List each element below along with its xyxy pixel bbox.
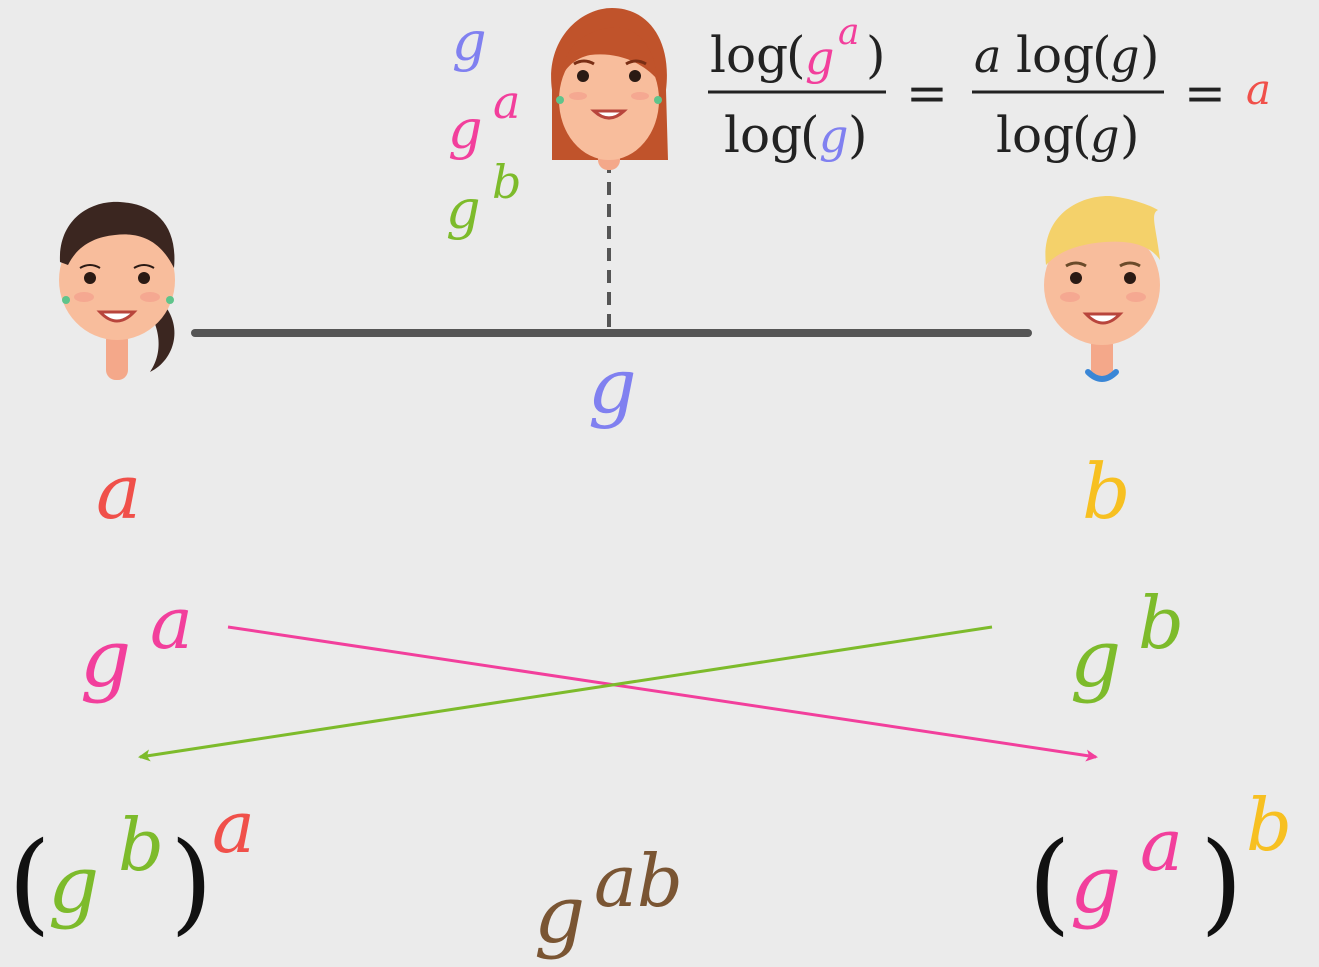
right-key-a: a xyxy=(1140,803,1183,887)
secret-a-label: a xyxy=(96,447,141,536)
log-formula: log ( g a ) log ( g ) = a log ( g ) log … xyxy=(708,12,1271,164)
formula-den2-log: log xyxy=(996,106,1074,164)
formula-num2-log: log xyxy=(1016,26,1094,84)
right-shared-key: ( g a ) b xyxy=(1028,783,1292,946)
formula-den2-g: g xyxy=(1090,109,1119,163)
man-blond-avatar-icon xyxy=(1044,195,1160,382)
woman-dark-hair-avatar-icon xyxy=(59,201,175,380)
formula-den2-rparen: ) xyxy=(1120,106,1140,164)
formula-num1-a: a xyxy=(838,12,859,53)
formula-result-a: a xyxy=(1246,65,1271,114)
secret-b-label: b xyxy=(1082,447,1131,536)
left-key-lparen: ( xyxy=(8,818,51,946)
formula-den1-lparen: ( xyxy=(800,106,820,164)
formula-equals-1: = xyxy=(906,64,948,122)
formula-num1-g: g xyxy=(805,31,834,85)
left-ga-exponent: a xyxy=(150,581,193,665)
right-key-lparen: ( xyxy=(1028,818,1071,946)
shared-key-base: g xyxy=(534,868,585,961)
formula-num1-rparen: ) xyxy=(866,26,886,84)
right-gb-exponent: b xyxy=(1138,581,1184,665)
eve-g-label: g xyxy=(452,10,487,73)
left-key-rparen: ) xyxy=(170,818,213,946)
formula-den2-lparen: ( xyxy=(1072,106,1092,164)
formula-num2-lparen: ( xyxy=(1092,26,1112,84)
formula-den1-g: g xyxy=(819,109,848,163)
left-key-b: b xyxy=(118,803,164,887)
formula-equals-2: = xyxy=(1184,64,1226,122)
woman-red-hair-avatar-icon xyxy=(551,8,668,170)
eve-ga-base: g xyxy=(448,98,483,161)
ga-transfer-arrow xyxy=(227,625,1098,762)
formula-den1-rparen: ) xyxy=(848,106,868,164)
formula-den1-log: log xyxy=(724,106,802,164)
gb-transfer-arrow xyxy=(138,625,993,762)
formula-num2-a: a xyxy=(974,29,1001,83)
right-key-b: b xyxy=(1246,783,1292,867)
left-key-a: a xyxy=(212,785,255,869)
eve-ga-exponent: a xyxy=(493,75,520,129)
formula-num2-rparen: ) xyxy=(1140,26,1160,84)
right-key-g: g xyxy=(1070,838,1121,931)
right-key-rparen: ) xyxy=(1200,818,1243,946)
left-ga-base: g xyxy=(80,612,131,705)
eve-gb-base: g xyxy=(446,178,481,241)
shared-key-exponent: ab xyxy=(594,839,683,923)
formula-num1-lparen: ( xyxy=(786,26,806,84)
formula-num1-log: log xyxy=(710,26,788,84)
left-key-g: g xyxy=(48,838,99,931)
formula-num2-g: g xyxy=(1110,29,1139,83)
public-g-label: g xyxy=(588,341,637,430)
eve-gb-exponent: b xyxy=(492,155,521,209)
left-shared-key: ( g b ) a xyxy=(8,785,255,946)
right-gb-base: g xyxy=(1070,612,1121,705)
